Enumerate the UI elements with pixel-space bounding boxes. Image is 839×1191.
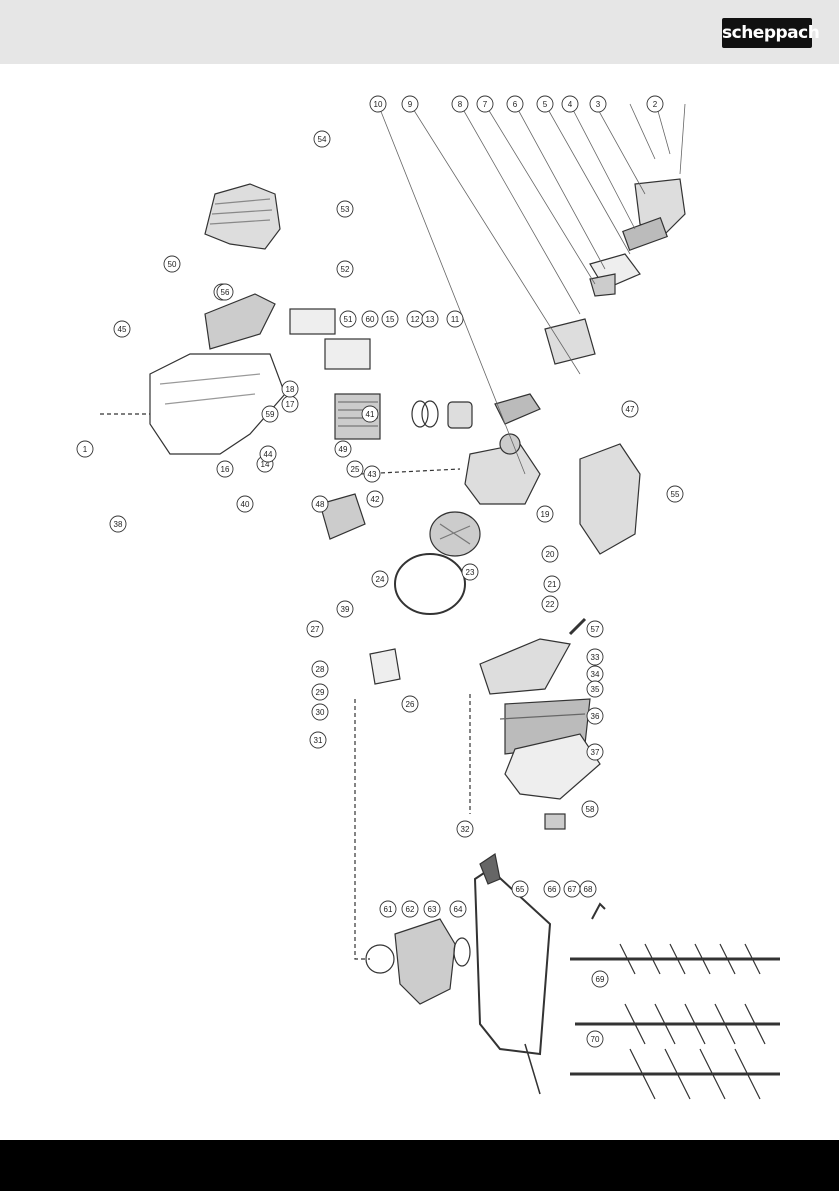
callout-number-28: 28 [316,665,325,674]
callout-number-56: 56 [221,288,230,297]
callout-number-36: 36 [591,712,600,721]
callout-number-55: 55 [671,490,680,499]
page-header: scheppach [0,0,839,64]
callout-number-58: 58 [586,805,595,814]
handle-frame-part [475,869,550,1054]
callout-number-8: 8 [458,100,463,109]
callout-number-23: 23 [466,568,475,577]
callout-number-16: 16 [221,465,230,474]
callout-number-6: 6 [513,100,518,109]
callout-number-19: 19 [541,510,550,519]
callout-number-59: 59 [266,410,275,419]
callout-number-63: 63 [428,905,437,914]
callout-number-42: 42 [371,495,380,504]
callout-number-38: 38 [114,520,123,529]
callout-number-2: 2 [653,100,658,109]
callout-number-47: 47 [626,405,635,414]
top-cover-part [205,184,280,249]
callout-number-61: 61 [384,905,393,914]
callout-number-21: 21 [548,580,557,589]
brand-logo: scheppach [722,18,812,48]
callout-number-4: 4 [568,100,573,109]
callout-number-30: 30 [316,708,325,717]
auger-parts [570,944,780,1099]
page-footer [0,1140,839,1191]
callout-number-65: 65 [516,885,525,894]
callout-number-69: 69 [596,975,605,984]
callout-number-11: 11 [451,315,460,324]
callout-number-7: 7 [483,100,488,109]
callout-number-41: 41 [366,410,375,419]
callout-number-67: 67 [568,885,577,894]
callout-number-60: 60 [366,315,375,324]
callout-number-1: 1 [83,445,88,454]
callout-number-20: 20 [546,550,555,559]
callout-number-40: 40 [241,500,250,509]
callout-number-66: 66 [548,885,557,894]
callout-number-57: 57 [591,625,600,634]
callout-number-48: 48 [316,500,325,509]
callout-number-45: 45 [118,325,127,334]
callout-number-17: 17 [286,400,295,409]
callout-number-34: 34 [591,670,600,679]
callout-number-18: 18 [286,385,295,394]
callout-number-70: 70 [591,1035,600,1044]
callout-number-43: 43 [368,470,377,479]
callout-number-5: 5 [543,100,548,109]
callout-number-31: 31 [314,736,323,745]
crankcase-part [465,444,540,504]
callout-number-68: 68 [584,885,593,894]
callout-number-33: 33 [591,653,600,662]
callout-number-24: 24 [376,575,385,584]
callout-number-25: 25 [351,465,360,474]
fuel-tank-part [580,444,640,554]
callout-number-22: 22 [546,600,555,609]
callout-number-32: 32 [461,825,470,834]
callout-number-10: 10 [374,100,383,109]
callout-number-54: 54 [318,135,327,144]
callout-number-44: 44 [264,450,273,459]
callout-number-64: 64 [454,905,463,914]
callout-number-50: 50 [168,260,177,269]
callout-number-49: 49 [339,445,348,454]
callout-number-26: 26 [406,700,415,709]
callout-number-39: 39 [341,605,350,614]
callout-number-15: 15 [386,315,395,324]
callout-number-53: 53 [341,205,350,214]
callout-number-52: 52 [341,265,350,274]
callout-number-29: 29 [316,688,325,697]
callout-number-3: 3 [596,100,601,109]
callout-number-12: 12 [411,315,420,324]
callout-number-13: 13 [426,315,435,324]
callout-number-27: 27 [311,625,320,634]
callout-number-62: 62 [406,905,415,914]
callout-number-37: 37 [591,748,600,757]
callout-number-51: 51 [344,315,353,324]
callout-number-9: 9 [408,100,413,109]
gearbox-part [395,919,455,1004]
callout-number-35: 35 [591,685,600,694]
